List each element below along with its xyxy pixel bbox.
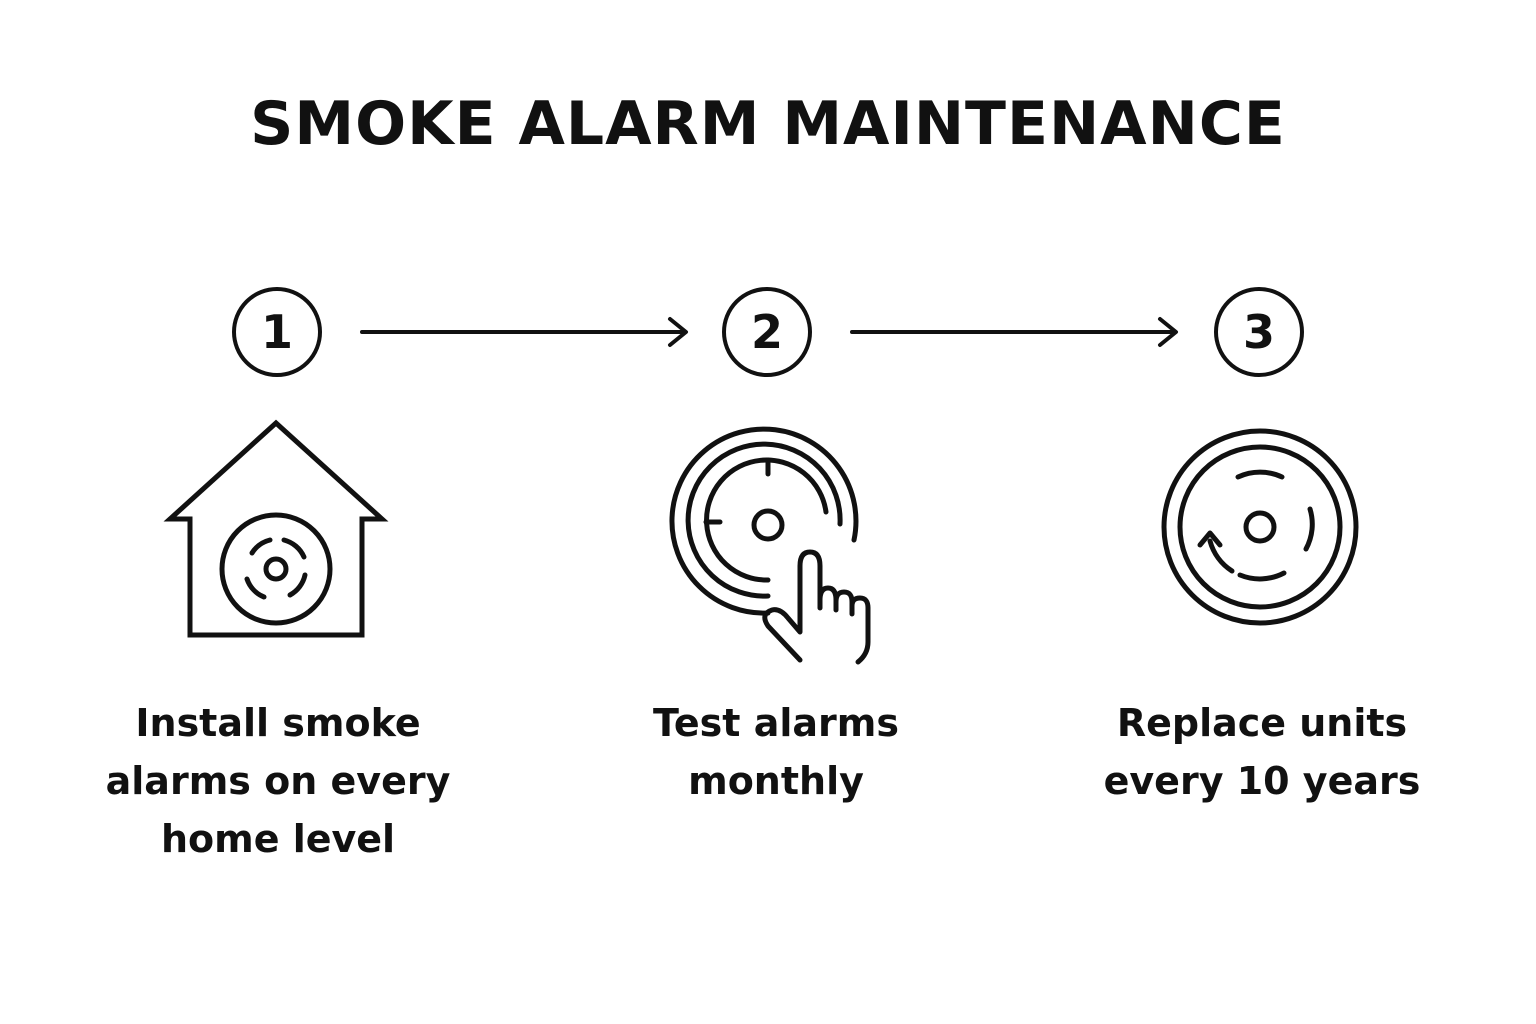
step-2-description: Test alarms monthly bbox=[653, 701, 899, 803]
house-smoke-alarm-icon bbox=[163, 419, 389, 638]
arrow-right-icon bbox=[850, 317, 1178, 347]
step-1-number-badge: 1 bbox=[232, 287, 322, 377]
page-title: SMOKE ALARM MAINTENANCE bbox=[250, 89, 1286, 159]
step-1-description: Install smoke alarms on every home level bbox=[105, 701, 451, 861]
press-test-button-icon bbox=[669, 426, 871, 665]
arrow-right-icon bbox=[360, 317, 688, 347]
replace-cycle-alarm-icon bbox=[1161, 428, 1359, 626]
step-3-number-badge: 3 bbox=[1214, 287, 1304, 377]
step-2-number-badge: 2 bbox=[722, 287, 812, 377]
step-3-description: Replace units every 10 years bbox=[1103, 701, 1421, 803]
